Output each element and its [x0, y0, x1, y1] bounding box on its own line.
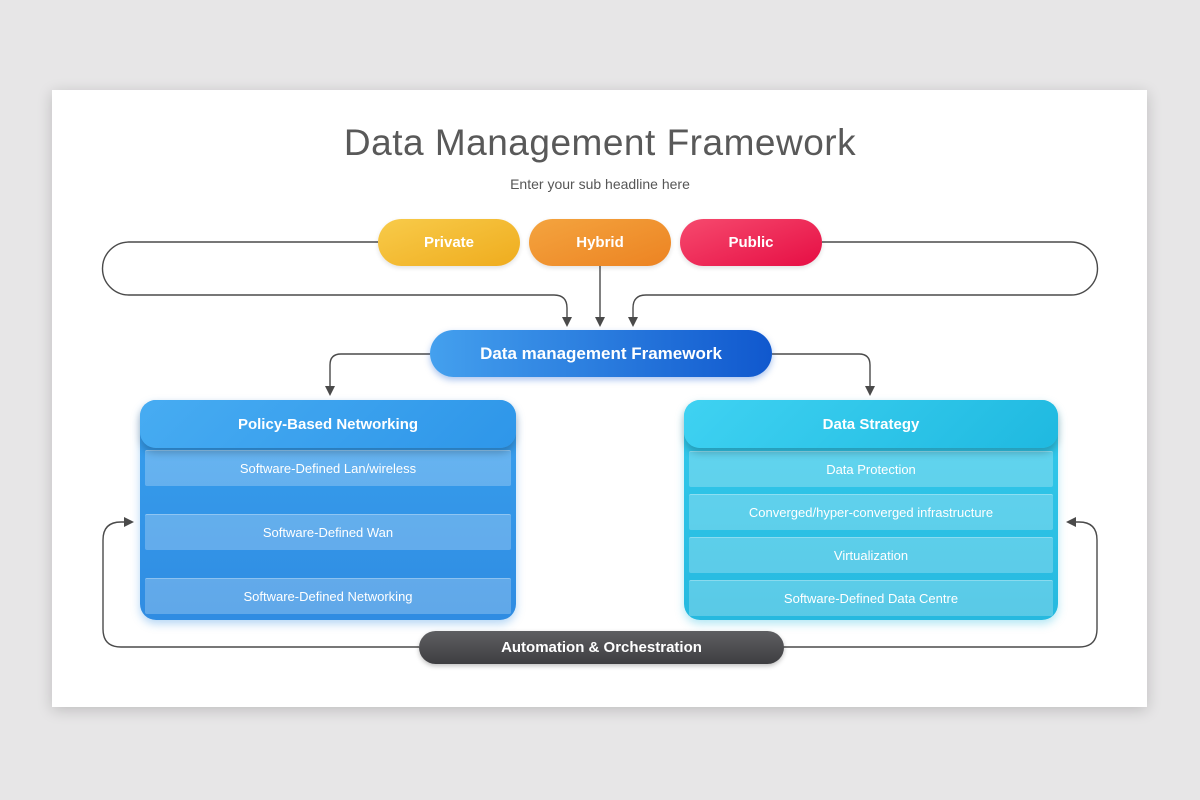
list-item: Data Protection	[689, 451, 1053, 487]
node-public-label: Public	[728, 234, 774, 251]
list-item: Virtualization	[689, 537, 1053, 573]
list-item-label: Software-Defined Lan/wireless	[239, 461, 417, 476]
node-private-label: Private	[423, 234, 475, 251]
list-item-label: Converged/hyper-converged infrastructure	[748, 505, 994, 520]
panel-policy-based-networking: Policy-Based Networking Software-Defined…	[140, 400, 516, 620]
panel-left-header: Policy-Based Networking	[140, 400, 516, 448]
node-hybrid-label: Hybrid	[576, 234, 624, 251]
page-subtitle: Enter your sub headline here	[510, 176, 690, 192]
page-title: Data Management Framework	[343, 122, 857, 163]
arrowhead-left-side	[124, 517, 134, 527]
arrowhead-left-panel	[325, 386, 335, 396]
connector-center-to-left-panel	[329, 353, 430, 387]
list-item-label: Software-Defined Networking	[243, 589, 413, 604]
list-item: Software-Defined Data Centre	[689, 580, 1053, 616]
node-data-management-framework: Data management Framework	[430, 330, 772, 377]
list-item-label: Virtualization	[833, 548, 909, 563]
node-automation-orchestration: Automation & Orchestration	[419, 631, 784, 664]
arrowhead-right-panel	[865, 386, 875, 396]
arrowhead-right-side	[1066, 517, 1076, 527]
list-item: Software-Defined Lan/wireless	[145, 450, 511, 486]
slide-canvas: Data Management Framework Enter your sub…	[52, 90, 1147, 707]
list-item: Software-Defined Networking	[145, 578, 511, 614]
panel-data-strategy: Data Strategy Data Protection Converged/…	[684, 400, 1058, 620]
panel-right-title: Data Strategy	[822, 415, 920, 433]
list-item: Software-Defined Wan	[145, 514, 511, 550]
list-item-label: Software-Defined Wan	[262, 525, 394, 540]
panel-right-header: Data Strategy	[684, 400, 1058, 448]
node-center-label: Data management Framework	[480, 343, 722, 363]
list-item-label: Data Protection	[826, 462, 916, 477]
connector-center-to-right-panel	[772, 353, 871, 387]
list-item: Converged/hyper-converged infrastructure	[689, 494, 1053, 530]
node-bottom-label: Automation & Orchestration	[501, 639, 702, 656]
node-private: Private	[378, 219, 520, 266]
arrowhead-right-top	[628, 317, 638, 327]
arrowhead-mid-top	[595, 317, 605, 327]
list-item-label: Software-Defined Data Centre	[783, 591, 959, 606]
arrowhead-left-top	[562, 317, 572, 327]
panel-left-title: Policy-Based Networking	[237, 415, 419, 433]
node-hybrid: Hybrid	[529, 219, 671, 266]
node-public: Public	[680, 219, 822, 266]
